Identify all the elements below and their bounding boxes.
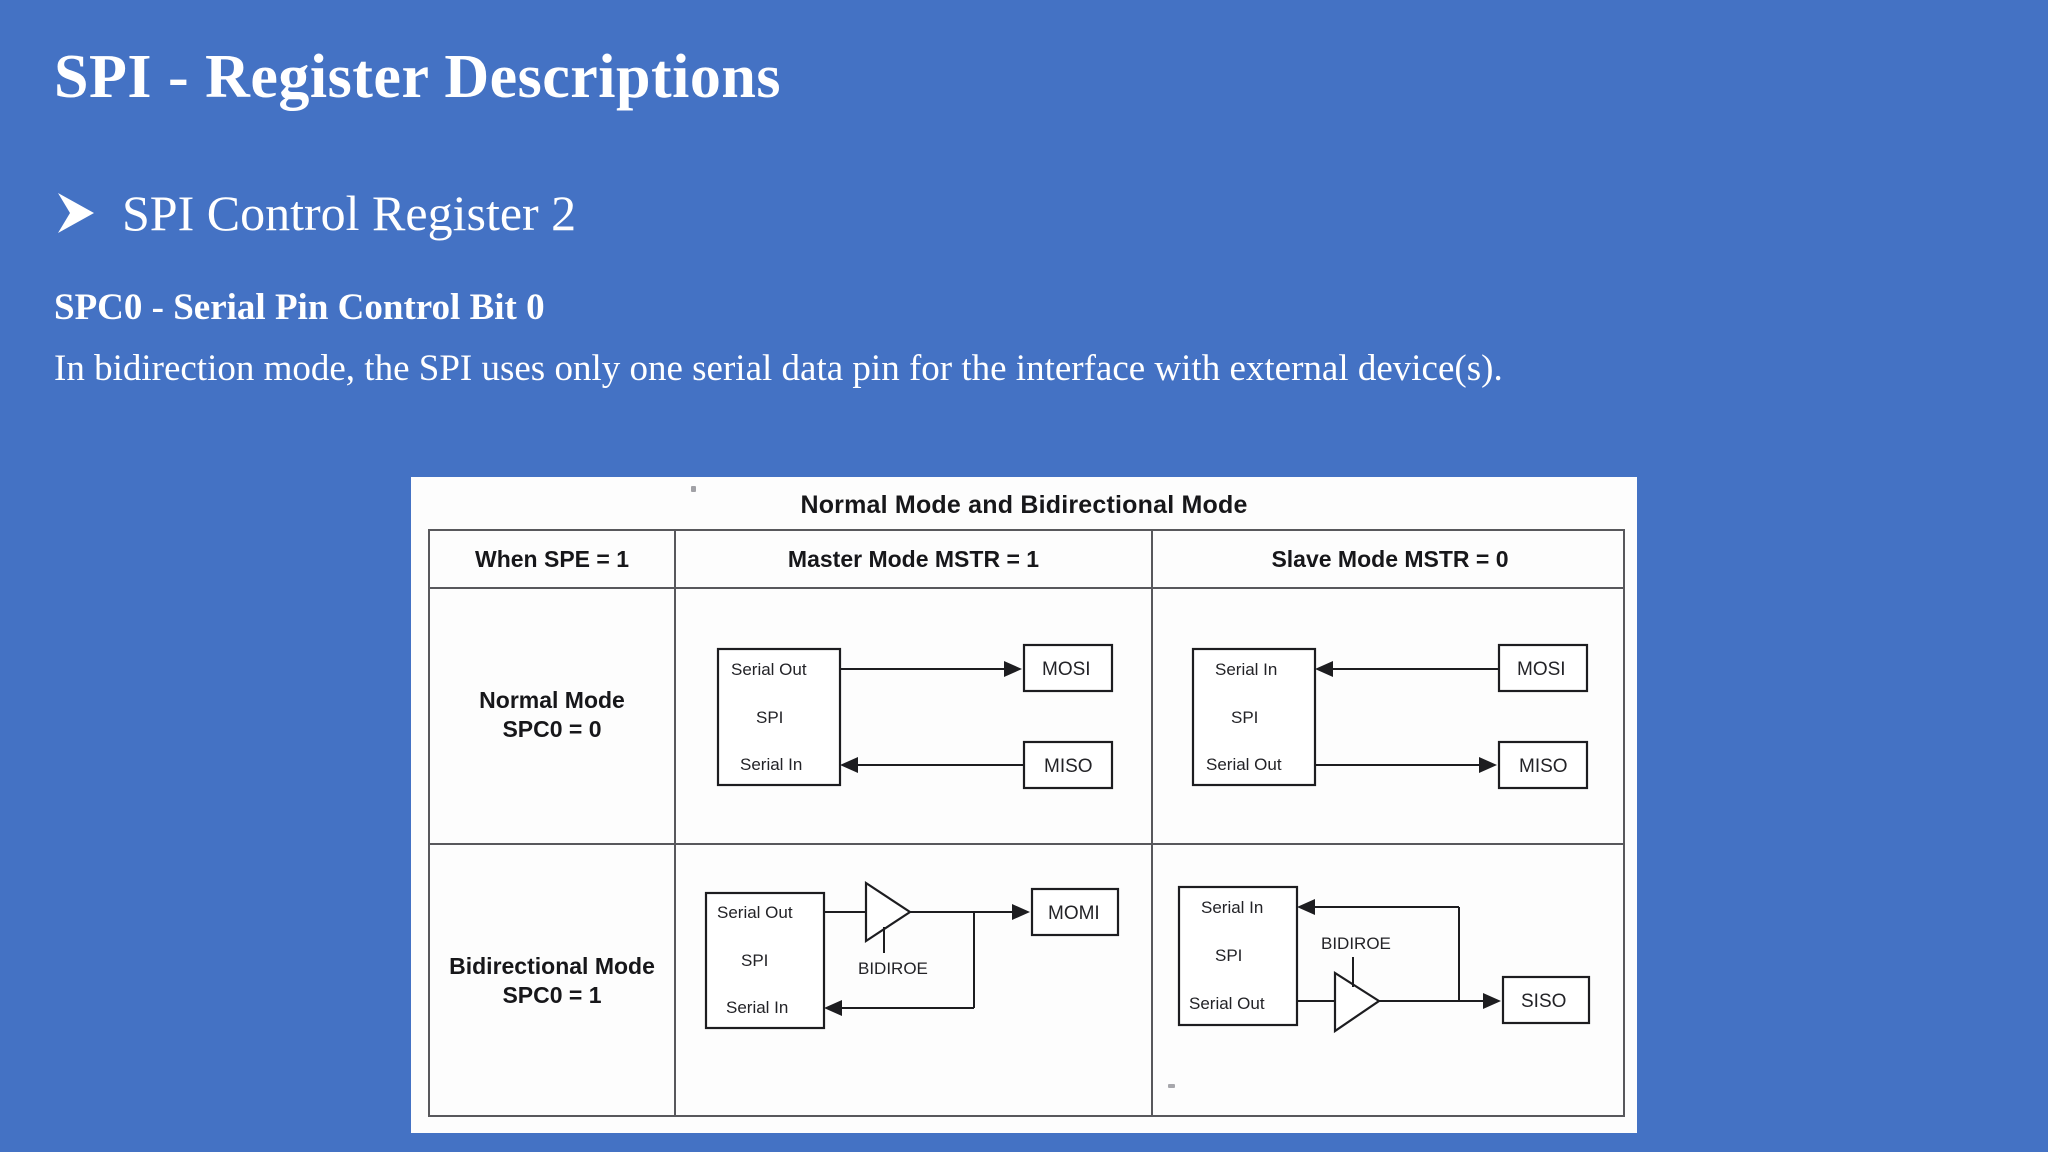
page-title: SPI - Register Descriptions [54, 43, 781, 111]
scan-artifact-bottom [1168, 1084, 1175, 1088]
scan-artifact-top [691, 486, 696, 492]
spi-pin-top-label: Serial Out [717, 903, 793, 922]
spi-block [1191, 647, 1317, 787]
row-label-bidirectional-line1: Bidirectional Mode [449, 952, 655, 979]
spi-pin-bottom-label: Serial In [740, 755, 802, 774]
tristate-buffer-icon [1333, 970, 1381, 1034]
spi-block [1177, 885, 1299, 1027]
signal-box-siso [1501, 975, 1591, 1025]
diagram-slave-normal: Serial In SPI Serial Out MOSI MISO [1191, 643, 1589, 790]
column-header-master: Master Mode MSTR = 1 [787, 545, 1040, 572]
diagram-master-bidirectional: Serial Out SPI Serial In BIDIROE MOMI [704, 880, 1120, 1030]
bullet-item-label: SPI Control Register 2 [122, 185, 577, 241]
diagram-slave-bidirectional: Serial In SPI Serial Out BIDIROE SISO [1177, 885, 1591, 1034]
diagram-master-normal: Serial Out SPI Serial In MOSI MISO [716, 643, 1114, 790]
section-subheading: SPC0 - Serial Pin Control Bit 0 [54, 287, 545, 328]
row-label-bidirectional-mode: Bidirectional Mode SPC0 = 1 [430, 845, 674, 1117]
spi-block [704, 891, 826, 1030]
row-label-bidirectional-line2: SPC0 = 1 [502, 982, 602, 1008]
figure-panel: Normal Mode and Bidirectional Mode When … [411, 477, 1637, 1133]
arrowhead-to-serial-in [840, 757, 858, 773]
column-divider-2 [1151, 531, 1153, 1115]
header-divider [430, 587, 1623, 589]
buffer-enable-label: BIDIROE [1321, 934, 1391, 953]
row-label-normal-line2: SPC0 = 0 [502, 716, 602, 742]
spi-block [716, 647, 842, 787]
spi-pin-top-label: Serial In [1215, 660, 1277, 679]
arrowhead-to-serial-in [1297, 899, 1315, 915]
column-header-slave: Slave Mode MSTR = 0 [1271, 545, 1509, 572]
signal-label-mosi: MOSI [1042, 659, 1091, 680]
arrowhead-to-serial-in [1315, 661, 1333, 677]
arrowhead-to-momi [1012, 904, 1030, 920]
tristate-buffer-icon [864, 880, 912, 944]
figure-table: When SPE = 1 Master Mode MSTR = 1 Slave … [428, 529, 1625, 1117]
arrowhead-to-mosi [1004, 661, 1022, 677]
spi-block-label: SPI [1231, 708, 1258, 727]
buffer-enable-label: BIDIROE [858, 959, 928, 978]
spi-block-label: SPI [741, 951, 768, 970]
arrowhead-to-siso [1483, 993, 1501, 1009]
signal-label-miso: MISO [1519, 756, 1568, 777]
spi-pin-top-label: Serial In [1201, 898, 1263, 917]
figure-title: Normal Mode and Bidirectional Mode [800, 491, 1248, 519]
spi-pin-bottom-label: Serial Out [1206, 755, 1282, 774]
row-label-normal-mode: Normal Mode SPC0 = 0 [430, 587, 674, 843]
signal-box-miso [1497, 740, 1589, 790]
row-divider [430, 843, 1623, 845]
arrowhead-to-serial-in [824, 1000, 842, 1016]
signal-label-mosi: MOSI [1517, 659, 1566, 680]
row-label-normal-line1: Normal Mode [479, 686, 625, 713]
arrowhead-to-miso [1479, 757, 1497, 773]
spi-pin-bottom-label: Serial Out [1189, 994, 1265, 1013]
bullet-item: SPI Control Register 2 [54, 188, 576, 238]
signal-label-miso: MISO [1044, 756, 1093, 777]
column-divider-1 [674, 531, 676, 1115]
signal-box-momi [1030, 887, 1120, 937]
spi-pin-top-label: Serial Out [731, 660, 807, 679]
column-header-spe: When SPE = 1 [474, 545, 629, 572]
signal-box-mosi [1022, 643, 1114, 693]
arrow-bullet-icon [58, 193, 94, 233]
signal-label-momi: MOMI [1048, 903, 1100, 924]
spi-block-label: SPI [1215, 946, 1242, 965]
body-paragraph: In bidirection mode, the SPI uses only o… [54, 348, 1503, 389]
spi-pin-bottom-label: Serial In [726, 998, 788, 1017]
signal-box-mosi [1497, 643, 1589, 693]
signal-label-siso: SISO [1521, 991, 1566, 1012]
spi-block-label: SPI [756, 708, 783, 727]
signal-box-miso [1022, 740, 1114, 790]
